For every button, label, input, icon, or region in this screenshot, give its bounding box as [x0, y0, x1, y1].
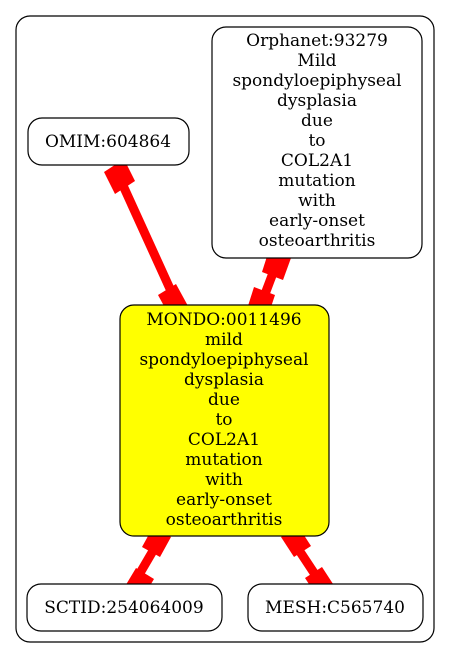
mondo-label-line: mild	[205, 330, 243, 350]
mondo-label-line: MONDO:0011496	[146, 310, 301, 330]
node-mesh-label: MESH:C565740	[265, 598, 405, 618]
orphanet-label-line: with	[298, 191, 336, 211]
node-mesh[interactable]: MESH:C565740	[247, 583, 424, 632]
cluster-border	[15, 15, 435, 643]
omim-label-line: OMIM:604864	[45, 132, 171, 152]
sctid-label-line: SCTID:254064009	[44, 598, 203, 618]
node-omim[interactable]: OMIM:604864	[27, 117, 190, 166]
orphanet-label-line: osteoarthritis	[259, 231, 376, 251]
edge-omim-mondo-arrow-start	[104, 159, 135, 194]
orphanet-label-line: due	[301, 111, 333, 131]
node-sctid-label: SCTID:254064009	[44, 598, 203, 618]
node-omim-label: OMIM:604864	[45, 132, 171, 152]
orphanet-label-line: mutation	[278, 171, 356, 191]
orphanet-label-line: Orphanet:93279	[246, 31, 388, 51]
mondo-label-line: mutation	[185, 450, 263, 470]
orphanet-label-line: Mild	[297, 51, 336, 71]
mondo-label-line: COL2A1	[188, 430, 260, 450]
orphanet-label-line: dysplasia	[277, 91, 357, 111]
orphanet-label-line: early-onset	[269, 211, 365, 231]
mondo-label-line: dysplasia	[184, 370, 264, 390]
mondo-label-line: due	[208, 390, 240, 410]
mondo-label-line: early-onset	[176, 490, 272, 510]
mondo-label-line: osteoarthritis	[166, 510, 283, 530]
orphanet-label-line: COL2A1	[281, 151, 353, 171]
mesh-label-line: MESH:C565740	[265, 598, 405, 618]
node-sctid[interactable]: SCTID:254064009	[26, 583, 223, 632]
orphanet-label-line: to	[308, 131, 325, 151]
edge-omim-mondo	[104, 159, 188, 317]
orphanet-label-line: spondyloepiphyseal	[232, 71, 401, 91]
mondo-label-line: to	[215, 410, 232, 430]
mondo-label-line: spondyloepiphyseal	[139, 350, 308, 370]
mondo-label-line: with	[205, 470, 243, 490]
